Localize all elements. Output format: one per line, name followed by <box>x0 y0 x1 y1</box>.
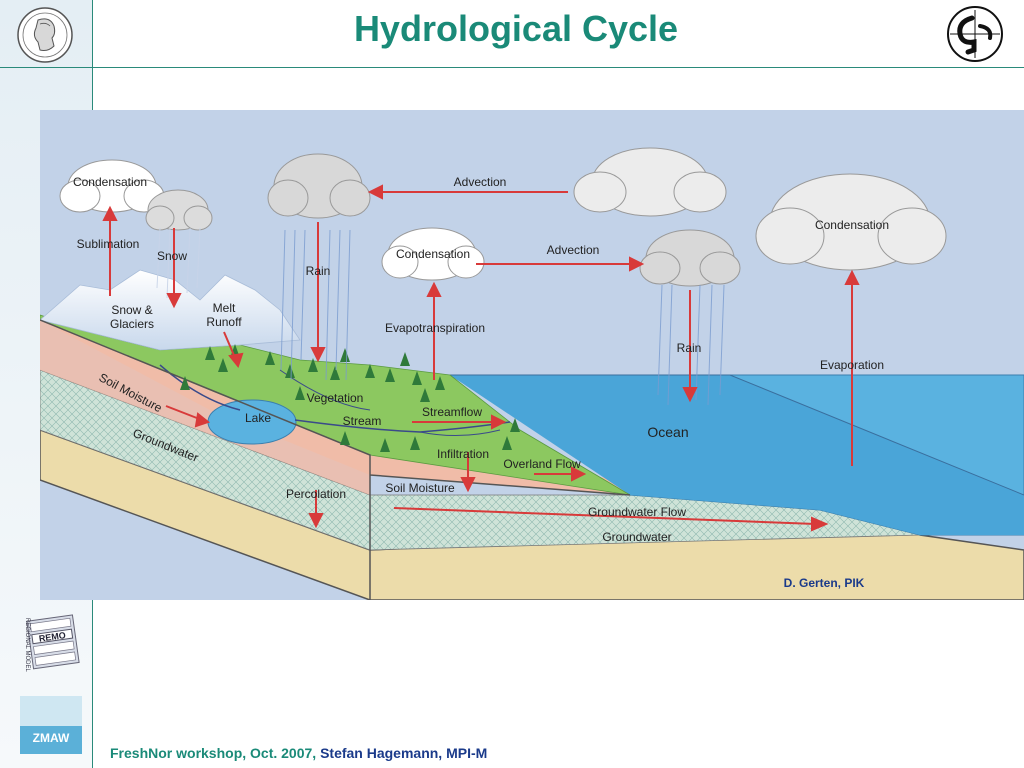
label-groundwater-bottom: Groundwater <box>602 530 671 544</box>
cloud-rain-right <box>639 229 741 287</box>
rain-streaks-left <box>280 229 351 381</box>
footer-author: Stefan Hagemann, MPI-M <box>320 745 488 761</box>
snow-streaks <box>156 227 201 299</box>
label-overland-flow: Overland Flow <box>503 457 581 471</box>
mpi-met-logo <box>947 6 1003 62</box>
cloud-rain-left <box>267 153 371 219</box>
cloud-condensation-mid <box>381 227 485 281</box>
forest <box>180 344 520 452</box>
remo-logo: REMO REGIONAL MODEL <box>24 614 80 672</box>
slide-footer: FreshNor workshop, Oct. 2007, Stefan Hag… <box>110 745 487 761</box>
label-vegetation: Vegetation <box>307 391 364 405</box>
label-infiltration: Infiltration <box>437 447 489 461</box>
label-evapotranspiration: Evapotranspiration <box>385 321 485 335</box>
label-advection-top: Advection <box>454 175 507 189</box>
cloud-snow <box>145 189 213 231</box>
ocean-top <box>450 375 1024 535</box>
snowy-mountains <box>40 269 301 351</box>
label-melt-runoff-1: Melt <box>213 301 236 315</box>
label-condensation-right: Condensation <box>815 218 889 232</box>
label-condensation-mid: Condensation <box>396 247 470 261</box>
diagram-credit: D. Gerten, PIK <box>784 576 865 590</box>
label-snow: Snow <box>157 249 187 263</box>
soil-layer-left <box>40 315 370 495</box>
label-melt-runoff-2: Runoff <box>206 315 242 329</box>
label-groundwater-flow: Groundwater Flow <box>588 505 686 519</box>
zmaw-logo: ZMAW <box>20 696 82 754</box>
label-ocean: Ocean <box>647 424 688 440</box>
label-rain-left: Rain <box>306 264 331 278</box>
label-streamflow: Streamflow <box>422 405 482 419</box>
slide-title: Hydrological Cycle <box>353 8 679 49</box>
label-rain-right: Rain <box>677 341 702 355</box>
label-evaporation: Evaporation <box>820 358 884 372</box>
ocean-surface <box>450 374 1024 496</box>
label-snow-glaciers-1: Snow & <box>111 303 152 317</box>
label-advection-mid: Advection <box>547 243 600 257</box>
label-snow-glaciers-2: Glaciers <box>110 317 154 331</box>
label-sublimation: Sublimation <box>77 237 140 251</box>
block-outline <box>40 319 631 600</box>
label-stream: Stream <box>343 414 382 428</box>
label-condensation-left: Condensation <box>73 175 147 189</box>
label-percolation: Percolation <box>286 487 346 501</box>
rain-streaks-right <box>657 284 725 406</box>
remo-caption: REGIONAL MODEL <box>24 618 30 672</box>
label-lake: Lake <box>245 411 271 425</box>
zmaw-text: ZMAW <box>33 731 70 745</box>
label-soil-moisture-mid: Soil Moisture <box>385 481 455 495</box>
hydrological-cycle-diagram: Condensation Sublimation Snow Snow & Gla… <box>40 110 1024 600</box>
arrows <box>102 184 860 532</box>
remo-text: REMO <box>38 630 66 644</box>
footer-event: FreshNor workshop, Oct. 2007, <box>110 745 317 761</box>
title-divider <box>0 67 1024 68</box>
max-planck-logo <box>17 7 73 63</box>
cloud-condensation-right <box>755 173 947 271</box>
cloud-condensation-left <box>59 159 165 213</box>
cloud-advection-top <box>573 147 727 217</box>
